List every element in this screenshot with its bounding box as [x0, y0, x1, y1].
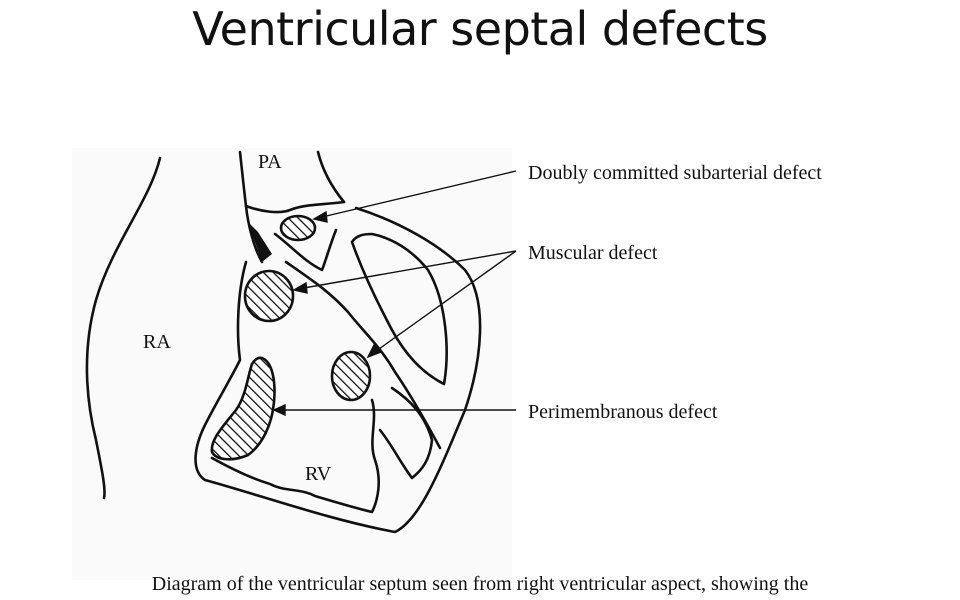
arrowhead-perimembranous — [272, 403, 286, 417]
label-pa: PA — [258, 151, 282, 173]
callout-muscular: Muscular defect — [528, 242, 658, 264]
arrowhead-doubly-committed — [312, 210, 328, 223]
right-atrium-outline — [85, 156, 162, 500]
pointer-muscular-upper — [297, 250, 517, 290]
right-ventricle-outer-wall — [194, 206, 482, 534]
pulmonary-valve — [244, 200, 346, 214]
figure-caption: Diagram of the ventricular septum seen f… — [151, 573, 809, 595]
callout-doubly-committed: Doubly committed subarterial defect — [528, 162, 822, 184]
arrowhead-muscular-lower — [366, 343, 383, 359]
pulmonary-artery-right-wall — [316, 150, 346, 204]
muscular-defect-upper — [243, 269, 295, 323]
right-ventricle-inner-wall — [210, 398, 381, 514]
papillary-muscle — [350, 232, 448, 386]
slide-title: Ventricular septal defects — [192, 2, 768, 56]
label-rv: RV — [305, 463, 332, 485]
label-ra: RA — [143, 331, 171, 353]
infundibular-septum — [273, 228, 338, 272]
aortic-root-wedge — [248, 222, 272, 262]
trabecula-lower — [378, 386, 434, 480]
doubly-committed-defect — [279, 214, 317, 242]
pointer-muscular-lower — [371, 250, 517, 355]
perimembranous-defect — [210, 356, 276, 461]
arrowhead-muscular-upper — [292, 281, 308, 294]
callout-perimembranous: Perimembranous defect — [528, 401, 718, 423]
pointer-doubly-committed — [317, 170, 517, 219]
muscular-defect-lower — [330, 350, 372, 402]
